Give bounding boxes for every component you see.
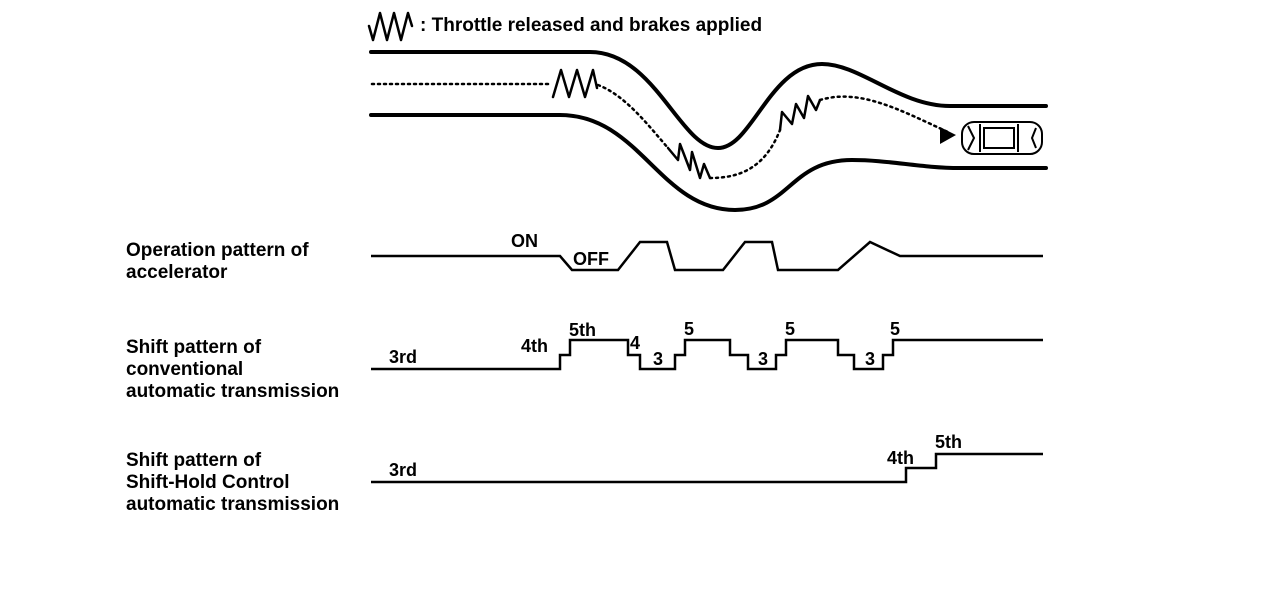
gear-label: 4th xyxy=(887,448,914,468)
gear-label: 4th xyxy=(521,336,548,356)
gear-label: 5 xyxy=(890,319,901,339)
accelerator-signal xyxy=(371,240,1043,272)
accelerator-on-label: ON xyxy=(511,231,538,251)
car-icon xyxy=(961,121,1043,155)
zigzag-icon xyxy=(367,11,414,42)
road-upper-edge xyxy=(369,50,1048,150)
shift-hold-row-label: Shift pattern of Shift-Hold Control auto… xyxy=(126,450,340,515)
vehicle-path xyxy=(370,82,952,180)
gear-label: 4 xyxy=(630,333,641,353)
gear-label: 3 xyxy=(865,349,876,369)
conventional-row-label: Shift pattern of conventional automatic … xyxy=(126,337,340,402)
gear-label: 3rd xyxy=(389,347,418,367)
brake-zigzag-1 xyxy=(551,68,599,99)
brake-zigzag-2 xyxy=(666,142,712,180)
gear-label: 3rd xyxy=(389,460,418,480)
accelerator-off-label: OFF xyxy=(573,249,609,269)
gear-label: 3 xyxy=(758,349,769,369)
conventional-shift-signal xyxy=(371,338,1043,371)
gear-label: 5 xyxy=(684,319,695,339)
gear-label: 3 xyxy=(653,349,664,369)
arrow-head-icon xyxy=(940,127,956,144)
brake-zigzag-3 xyxy=(778,94,822,132)
gear-label: 5th xyxy=(935,432,962,452)
road-lower-edge xyxy=(369,113,1048,212)
accelerator-row-label: Operation pattern of accelerator xyxy=(126,240,309,283)
gear-label: 5th xyxy=(569,320,596,340)
shift-hold-signal xyxy=(371,452,1043,484)
legend-text: : Throttle released and brakes applied xyxy=(420,15,763,36)
gear-label: 5 xyxy=(785,319,796,339)
